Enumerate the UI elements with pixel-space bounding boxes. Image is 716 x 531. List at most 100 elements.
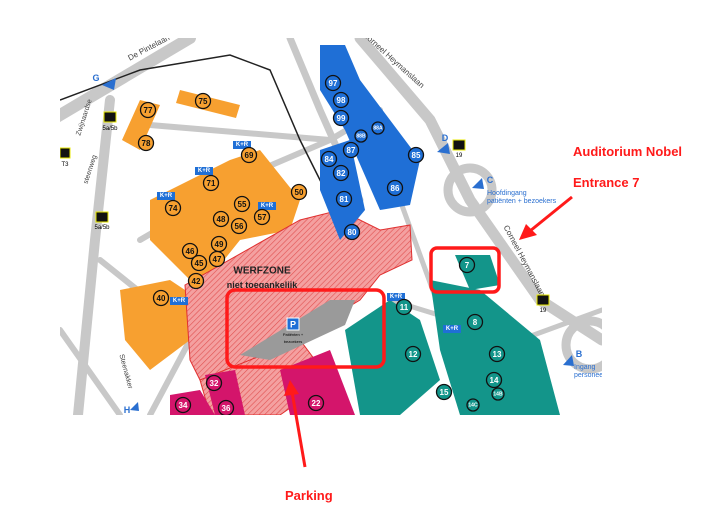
building-marker-14C	[466, 398, 480, 412]
parking-sign-icon	[286, 317, 300, 331]
building-marker-56	[230, 217, 248, 235]
building-number: 42	[192, 277, 201, 286]
entrance-markers: G D C Hoofdingang patiënten + bezoekers …	[92, 73, 605, 415]
werfzone-title: WERFZONE	[233, 266, 291, 277]
building-marker-55	[233, 195, 251, 213]
building-number: 97	[329, 79, 338, 88]
building-number: 13	[493, 350, 502, 359]
building-marker-69	[240, 146, 258, 164]
ingang-label: Ingang	[574, 364, 596, 371]
building-marker-71	[202, 174, 220, 192]
building-number: 14C	[468, 403, 478, 409]
road-label-steenakker: Steenakker	[117, 354, 133, 391]
building-number: 87	[347, 146, 356, 155]
building-number: 99	[337, 114, 346, 123]
building-marker-99	[332, 109, 350, 127]
kr-label: K+R	[173, 298, 186, 304]
building-marker-7	[458, 256, 476, 274]
building-number: 88B	[356, 134, 366, 140]
building-number: 7	[465, 261, 470, 270]
kiss-and-ride-tags: K+R K+R K+R K+R K+R K+R K+R	[157, 141, 461, 333]
building-marker-42	[187, 272, 205, 290]
building-number: 15	[440, 388, 449, 397]
building-marker-84	[320, 150, 338, 168]
building-marker-14B	[491, 387, 505, 401]
building-number: 82	[337, 169, 346, 178]
building-marker-88A	[371, 121, 385, 135]
bus-stop-label: 19	[540, 308, 547, 314]
building-marker-87	[342, 141, 360, 159]
parking-label: Parking	[285, 488, 333, 503]
building-marker-86	[386, 179, 404, 197]
hoofdingang-label: Hoofdingang	[487, 190, 527, 197]
building-number: 14	[490, 376, 499, 385]
entrance-c: C	[487, 175, 494, 185]
entrance-g: G	[92, 73, 99, 83]
building-number: 34	[179, 401, 188, 410]
building-marker-98	[332, 91, 350, 109]
building-marker-85	[407, 146, 425, 164]
building-number: 77	[144, 106, 153, 115]
auditorium-nobel-label: Auditorium Nobel	[573, 144, 683, 159]
building-marker-81	[335, 190, 353, 208]
kr-label: K+R	[236, 142, 249, 148]
building-marker-45	[190, 254, 208, 272]
entrance-b: B	[576, 349, 583, 359]
bus-stop-icon	[95, 211, 109, 223]
building-marker-74	[164, 199, 182, 217]
building-marker-50	[290, 183, 308, 201]
building-number: 32	[210, 379, 219, 388]
building-number: 84	[325, 155, 334, 164]
building-number: 78	[142, 139, 151, 148]
building-number: 88A	[373, 126, 383, 132]
building-marker-12	[404, 345, 422, 363]
building-number: 55	[238, 200, 247, 209]
building-marker-8	[466, 313, 484, 331]
building-number: 22	[312, 399, 321, 408]
building-marker-40	[152, 289, 170, 307]
building-number: 85	[412, 151, 421, 160]
building-marker-22	[307, 394, 325, 412]
parking-highlight-box	[225, 288, 386, 369]
parking-symbol: P	[290, 320, 296, 330]
road-label-zwijnaarde-2: steenweg	[83, 154, 99, 185]
building-marker-36	[217, 399, 235, 415]
kr-label: K+R	[261, 203, 274, 209]
building-marker-77	[139, 101, 157, 119]
building-number: 86	[391, 184, 400, 193]
parking-caption: bezoekers	[284, 339, 302, 344]
building-marker-14	[485, 371, 503, 389]
building-marker-13	[488, 345, 506, 363]
kr-label: K+R	[446, 326, 459, 332]
patienten-bezoekers-label: patiënten + bezoekers	[487, 198, 557, 205]
building-number: 40	[157, 294, 166, 303]
bus-stop-icon	[103, 111, 117, 123]
building-number: 50	[295, 188, 304, 197]
building-marker-47	[208, 250, 226, 268]
bus-stop-label: 5a/5b	[94, 225, 110, 231]
building-marker-57	[253, 208, 271, 226]
building-number: 49	[215, 240, 224, 249]
building-number: 81	[340, 195, 349, 204]
bus-stop-label: 5a/5b	[102, 126, 118, 132]
building-number: 80	[348, 228, 357, 237]
bus-stop-icon	[536, 294, 550, 306]
building-number: 75	[199, 97, 208, 106]
building-number: 56	[235, 222, 244, 231]
entrance-7-highlight-box	[429, 246, 501, 294]
building-number: 12	[409, 350, 418, 359]
building-marker-34	[174, 396, 192, 414]
building-number: 69	[245, 151, 254, 160]
personeel-label: personeel	[574, 372, 605, 379]
building-number: 11	[400, 303, 409, 312]
building-number: 46	[186, 247, 195, 256]
building-marker-15	[435, 383, 453, 401]
building-number: 48	[217, 215, 226, 224]
building-number: 71	[207, 179, 216, 188]
kr-label: K+R	[160, 193, 173, 199]
entrance-h: H	[124, 405, 131, 415]
building-marker-88B	[354, 129, 368, 143]
building-marker-11	[395, 298, 413, 316]
